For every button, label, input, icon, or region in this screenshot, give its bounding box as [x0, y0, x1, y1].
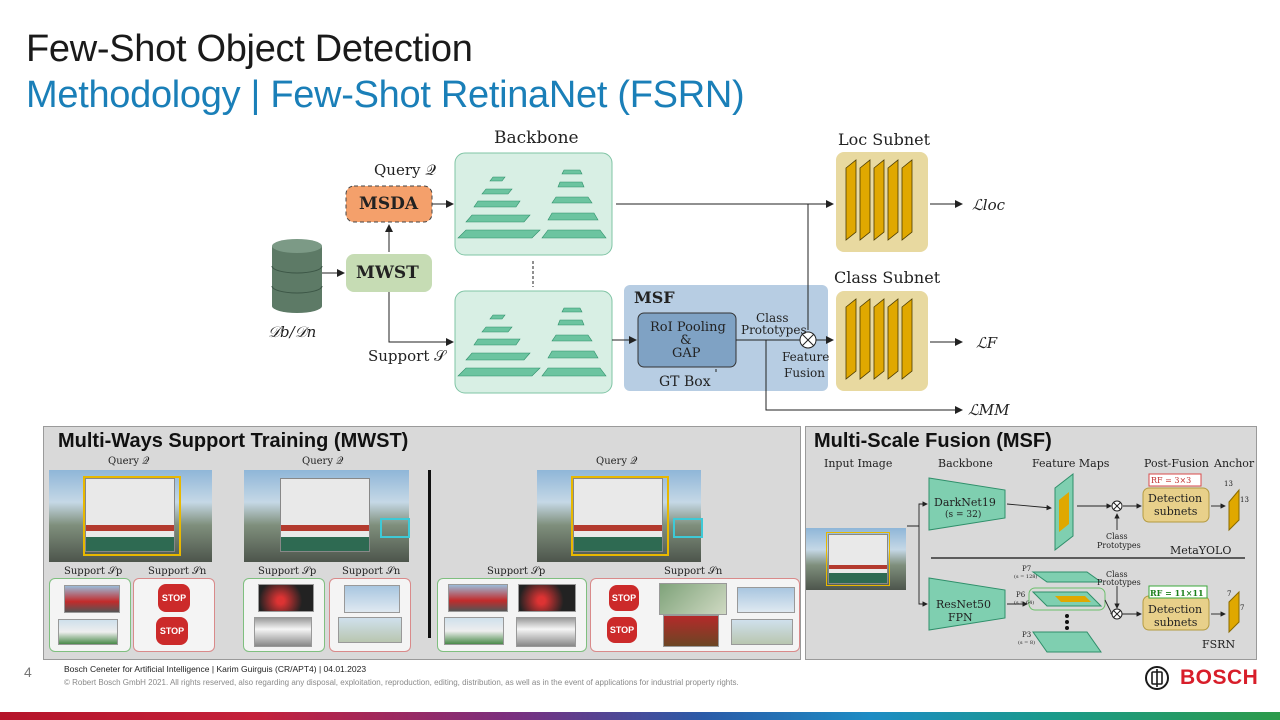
feature-maps-label: Feature Maps	[1032, 457, 1110, 470]
support-n-box-3: STOP STOP	[590, 578, 800, 652]
p7-stride: (s = 128)	[1014, 574, 1038, 580]
roi-line-2: &	[680, 333, 692, 348]
msf-label: MSF	[634, 288, 675, 307]
class-prototypes-label-2: Prototypes	[741, 323, 807, 337]
resnet-label: ResNet50	[936, 598, 991, 611]
class-prototypes-top-1: Class	[1106, 532, 1128, 541]
support-n-box-2	[329, 578, 411, 652]
loc-subnet-layers	[845, 159, 913, 241]
msf-panel-title: Multi-Scale Fusion (MSF)	[814, 430, 1052, 452]
class-prototypes-label-1: Class	[756, 311, 789, 325]
mwst-divider	[428, 470, 431, 638]
detection-label-bottom-2: subnets	[1154, 616, 1198, 629]
support-p-label-1: Support 𝒮p	[64, 566, 123, 577]
backbone-label: Backbone	[494, 128, 579, 148]
footer-copyright: © Robert Bosch GmbH 2021. All rights res…	[64, 678, 739, 687]
feature-pyramid-query	[457, 169, 607, 239]
mwst-query-label-2: Query 𝒬	[302, 456, 344, 467]
loss-f-label: ℒF	[976, 334, 998, 352]
rf-small-label: RF = 3×3	[1151, 476, 1192, 485]
footer-credit: Bosch Ceneter for Artificial Intelligenc…	[64, 664, 367, 674]
msf-diagram	[907, 472, 1245, 653]
support-p-box-2	[243, 578, 325, 652]
fpn-label: FPN	[948, 611, 973, 624]
p3-label: P3	[1022, 631, 1032, 639]
detection-label-bottom-1: Detection	[1148, 603, 1203, 616]
support-n-box-1: STOP STOP	[133, 578, 215, 652]
msf-otimes-icon-top	[1111, 500, 1123, 512]
roi-line-1: RoI Pooling	[650, 320, 726, 335]
feature-fusion-label-2: Fusion	[784, 366, 826, 380]
page-subtitle: Methodology | Few-Shot RetinaNet (FSRN)	[26, 74, 745, 116]
bosch-brand: BOSCH	[1180, 666, 1259, 689]
p6-stride: (s = 64)	[1014, 600, 1035, 606]
query-image-3	[537, 470, 703, 562]
fsrn-label: FSRN	[1202, 638, 1236, 651]
support-p-label-2: Support 𝒮p	[258, 566, 317, 577]
mwst-panel-title: Multi-Ways Support Training (MWST)	[58, 430, 409, 452]
detection-label-top-1: Detection	[1148, 492, 1203, 505]
anchor-dim-bottom-side: 7	[1240, 604, 1245, 612]
msf-backbone-label: Backbone	[938, 457, 993, 470]
gt-box-label: GT Box	[659, 374, 711, 390]
stop-sign: STOP	[609, 585, 639, 611]
support-p-box-3	[437, 578, 587, 652]
class-prototypes-bottom-2: Prototypes	[1097, 578, 1141, 587]
darknet-block	[928, 477, 1006, 531]
bosch-logo-icon	[1145, 666, 1169, 690]
support-n-label-2: Support 𝒮n	[342, 566, 401, 577]
resnet-block	[928, 577, 1006, 631]
p6-label: P6	[1016, 591, 1026, 599]
support-label: Support 𝒮	[368, 347, 446, 365]
stop-sign: STOP	[607, 617, 637, 643]
page-title: Few-Shot Object Detection	[26, 28, 473, 70]
metayolo-label: MetaYOLO	[1170, 544, 1232, 557]
msf-input-image	[806, 528, 906, 590]
darknet-stride: (s = 32)	[945, 510, 982, 520]
page-number: 4	[24, 664, 32, 680]
fusion-otimes-icon	[799, 331, 817, 349]
loss-mm-label: ℒMM	[968, 401, 1010, 419]
support-n-label-1: Support 𝒮n	[148, 566, 207, 577]
anchor-dim-bottom: 7	[1227, 590, 1232, 598]
class-prototypes-top-2: Prototypes	[1097, 541, 1141, 550]
mwst-query-label-1: Query 𝒬	[108, 456, 150, 467]
class-subnet-layers	[845, 298, 913, 380]
support-p-label-3: Support 𝒮p	[487, 566, 546, 577]
msda-label: MSDA	[359, 194, 419, 214]
support-p-box-1	[49, 578, 131, 652]
darknet-label: DarkNet19	[934, 496, 996, 509]
class-prototypes-bottom-1: Class	[1106, 570, 1128, 579]
roi-line-3: GAP	[672, 346, 701, 361]
mwst-query-label-3: Query 𝒬	[596, 456, 638, 467]
database-icon	[271, 239, 323, 313]
support-n-label-3: Support 𝒮n	[664, 566, 723, 577]
stop-sign: STOP	[156, 617, 188, 645]
mwst-box	[346, 254, 432, 292]
anchor-label: Anchor	[1214, 457, 1255, 470]
feature-fusion-label-1: Feature	[782, 350, 830, 364]
detection-label-top-2: subnets	[1154, 505, 1198, 518]
p3-stride: (s = 8)	[1018, 640, 1036, 646]
query-label: Query 𝒬	[374, 161, 437, 179]
input-image-label: Input Image	[824, 457, 893, 470]
loss-loc-label: ℒloc	[972, 196, 1006, 214]
stop-sign: STOP	[158, 584, 190, 612]
brand-color-bar	[0, 712, 1280, 720]
dataset-label: 𝒟b/𝒟n	[268, 323, 317, 341]
mwst-label: MWST	[356, 263, 419, 283]
anchor-dim-top: 13	[1224, 480, 1233, 488]
loc-subnet-label: Loc Subnet	[838, 130, 931, 149]
rf-large-label: RF = 11×11	[1150, 588, 1204, 598]
class-subnet-label: Class Subnet	[834, 268, 941, 287]
feature-pyramid-support	[457, 307, 607, 377]
msf-otimes-icon-bottom	[1111, 608, 1123, 620]
anchor-dim-top-side: 13	[1240, 496, 1249, 504]
p7-label: P7	[1022, 565, 1032, 573]
query-image-1	[49, 470, 212, 562]
fsrn-architecture-diagram	[271, 152, 963, 414]
query-image-2	[244, 470, 410, 562]
post-fusion-label: Post-Fusion	[1144, 457, 1209, 470]
